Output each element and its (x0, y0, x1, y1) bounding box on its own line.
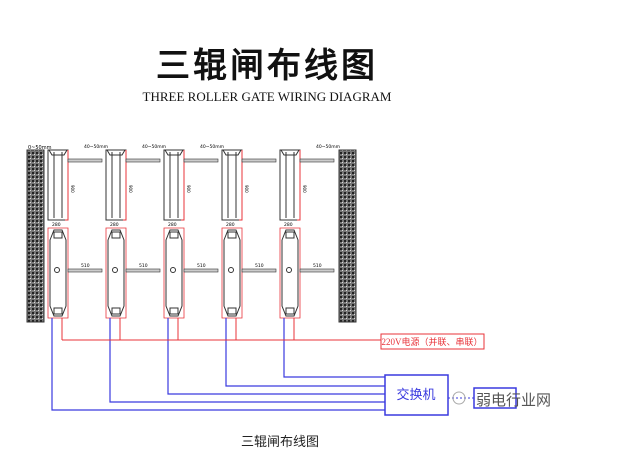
arm-label: 510 (255, 263, 264, 269)
dim-label: 0~50mm (28, 145, 52, 151)
arm (125, 158, 161, 163)
dim-label: 40~50mm (142, 144, 166, 150)
network-wire (225, 318, 385, 387)
arm-label: 510 (313, 263, 322, 269)
gate-unit: 900 280 510 (47, 149, 103, 319)
power-label: 220V电源（并联、串联） (381, 336, 482, 347)
gate-unit: 900 280 510 (221, 149, 277, 319)
network-wire (51, 318, 385, 411)
network-wire (167, 318, 385, 395)
watermark: 弱电行业网 (476, 391, 552, 409)
height-label: 900 (244, 185, 249, 193)
diagram-subtitle: THREE ROLLER GATE WIRING DIAGRAM (142, 89, 392, 104)
width-label: 280 (52, 222, 61, 228)
height-label: 900 (70, 185, 75, 193)
diagram-title: 三辊闸布线图 (156, 46, 378, 86)
width-label: 280 (110, 222, 119, 228)
arm (67, 158, 103, 163)
arm (299, 158, 335, 163)
width-label: 280 (168, 222, 177, 228)
right-wall (338, 149, 357, 323)
wechat-icon (452, 391, 466, 405)
dim-label: 40~50mm (84, 144, 108, 150)
network-wire (283, 318, 385, 378)
arm (183, 158, 219, 163)
network-wire (109, 318, 385, 403)
gate-unit: 900 280 510 (279, 149, 335, 319)
gate-unit: 900 280 510 (105, 149, 161, 319)
arm (241, 158, 277, 163)
switch-label: 交换机 (396, 387, 435, 403)
width-label: 280 (226, 222, 235, 228)
power-box (380, 333, 485, 350)
left-wall (26, 149, 45, 323)
gate-unit: 900 280 510 (163, 149, 219, 319)
width-label: 280 (284, 222, 293, 228)
arm-label: 510 (81, 263, 90, 269)
arm-label: 510 (197, 263, 206, 269)
height-label: 900 (186, 185, 191, 193)
height-label: 900 (128, 185, 133, 193)
caption: 三辊闸布线图 (240, 435, 319, 450)
device-box (473, 387, 517, 409)
dim-label: 40~50mm (316, 144, 340, 150)
dim-label: 40~50mm (200, 144, 224, 150)
height-label: 900 (302, 185, 307, 193)
switch-box (384, 374, 449, 416)
arm-label: 510 (139, 263, 148, 269)
